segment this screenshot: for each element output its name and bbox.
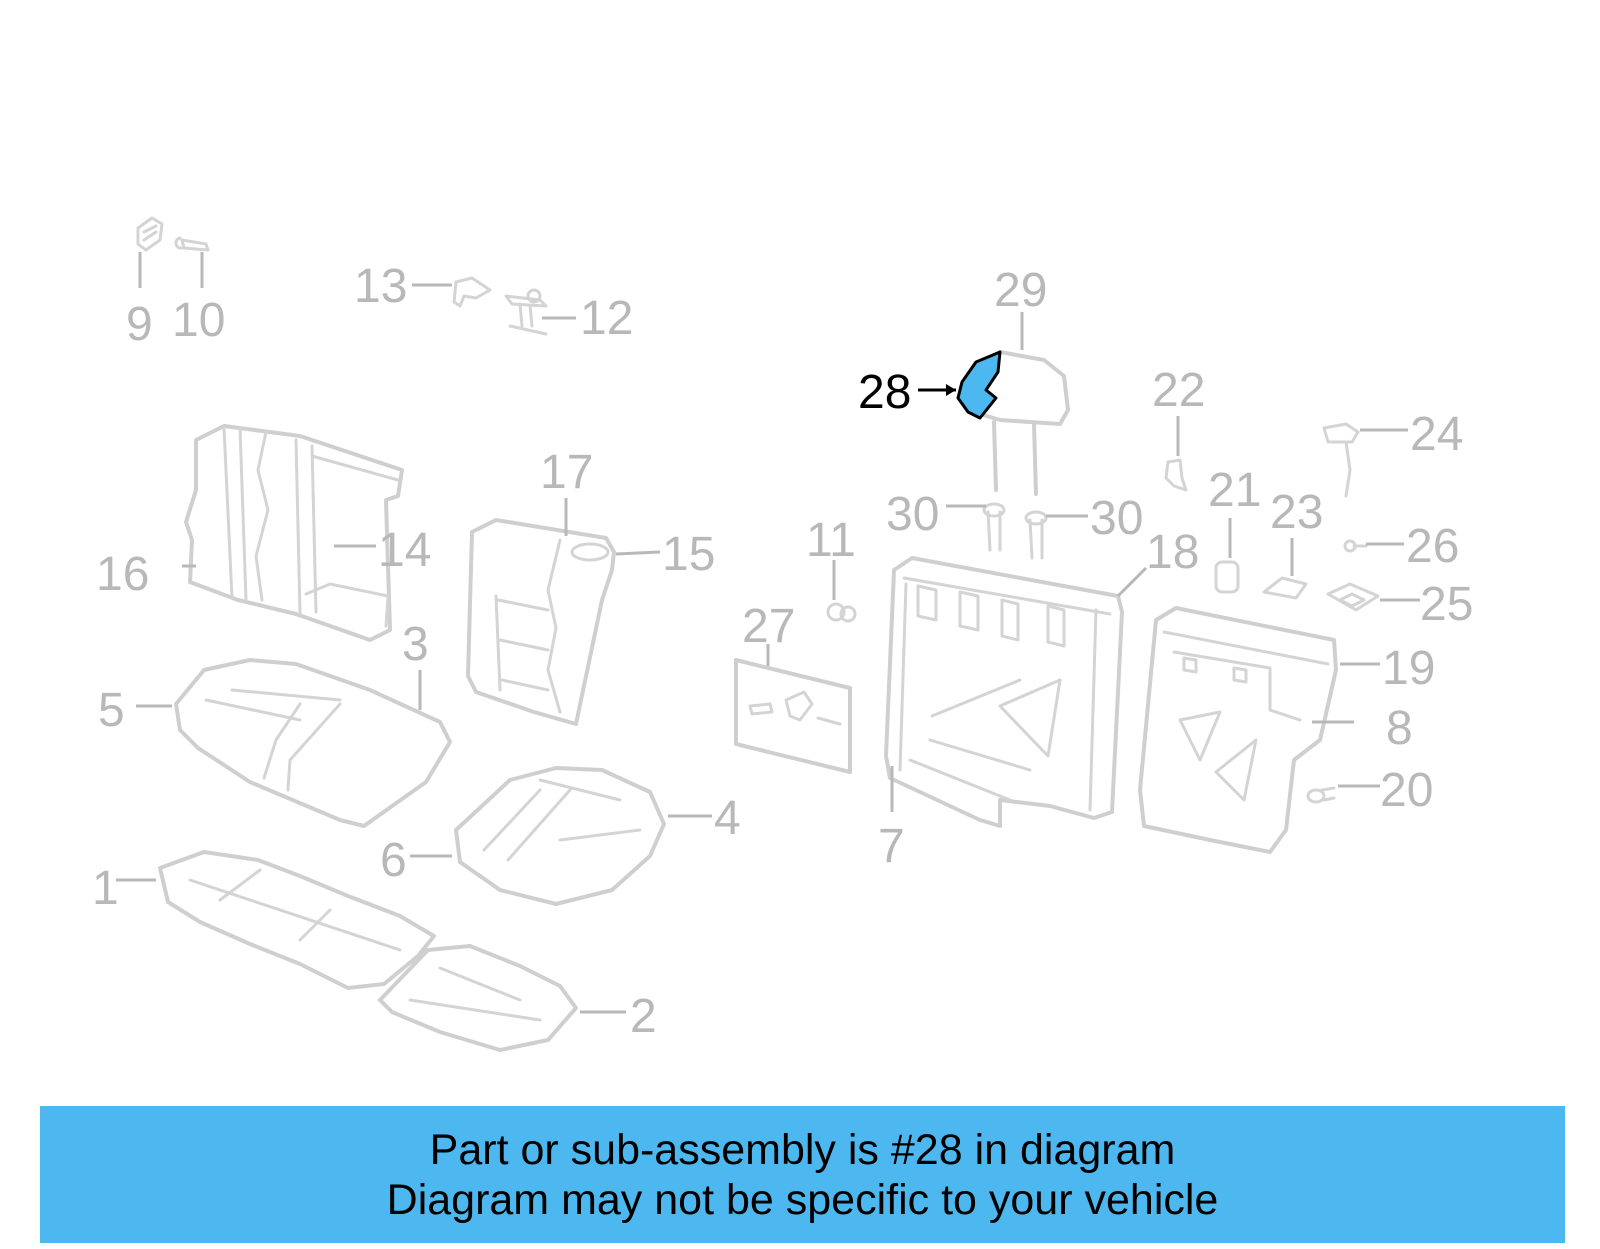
callout-13: 13 [354,260,407,313]
leader-18 [1116,566,1148,598]
part-26 [1343,539,1368,553]
part-30-left [982,502,1006,552]
callout-14: 14 [378,524,431,577]
part-1-frame [158,850,436,990]
callout-1: 1 [92,862,119,915]
callout-5: 5 [98,684,125,737]
part-19-frame [1138,606,1338,854]
callout-30-right: 30 [1090,492,1143,545]
part-12 [504,288,548,336]
part-24 [1322,422,1360,498]
callout-8: 8 [1386,702,1413,755]
callout-25: 25 [1420,578,1473,631]
callout-9: 9 [126,298,153,351]
part-10 [174,236,210,252]
callout-10: 10 [172,294,225,347]
arrowhead-28 [946,384,956,396]
part-16-seatback [184,424,404,642]
callout-29: 29 [994,264,1047,317]
callout-28: 28 [858,366,911,419]
callout-12: 12 [580,292,633,345]
part-11 [826,602,857,623]
callout-4: 4 [714,792,741,845]
leader-15 [615,550,661,556]
part-20 [1306,786,1336,804]
callout-16: 16 [96,548,149,601]
part-9 [136,216,164,252]
callout-11: 11 [806,514,856,567]
callout-26: 26 [1406,520,1459,573]
callout-19: 19 [1382,642,1435,695]
callout-22: 22 [1152,364,1205,417]
part-23 [1262,576,1308,600]
part-2-frame [378,944,578,1052]
part-15-seatback [466,518,616,726]
part-25 [1326,582,1380,612]
part-21 [1214,560,1240,594]
callout-23: 23 [1270,486,1323,539]
callout-6: 6 [380,834,407,887]
callout-2: 2 [630,990,657,1043]
part-13 [452,276,492,308]
part-22 [1164,458,1188,492]
part-30-right [1024,510,1048,560]
info-banner: Part or sub-assembly is #28 in diagram D… [40,1106,1565,1243]
callout-20: 20 [1380,764,1433,817]
callout-17: 17 [540,446,593,499]
part-28-highlighted [956,350,1002,420]
part-5-cushion [174,658,452,828]
callout-27: 27 [742,600,795,653]
callout-18: 18 [1146,526,1199,579]
part-6-cushion [454,766,666,906]
banner-line-1: Part or sub-assembly is #28 in diagram [429,1125,1176,1174]
part-18-frame [884,556,1124,828]
callout-7: 7 [878,820,905,873]
callout-3: 3 [402,618,429,671]
part-27-kit [734,658,852,774]
callout-24: 24 [1410,408,1463,461]
callout-21: 21 [1208,464,1261,517]
callout-15: 15 [662,528,715,581]
callout-30-left: 30 [886,488,939,541]
banner-line-2: Diagram may not be specific to your vehi… [386,1175,1219,1224]
